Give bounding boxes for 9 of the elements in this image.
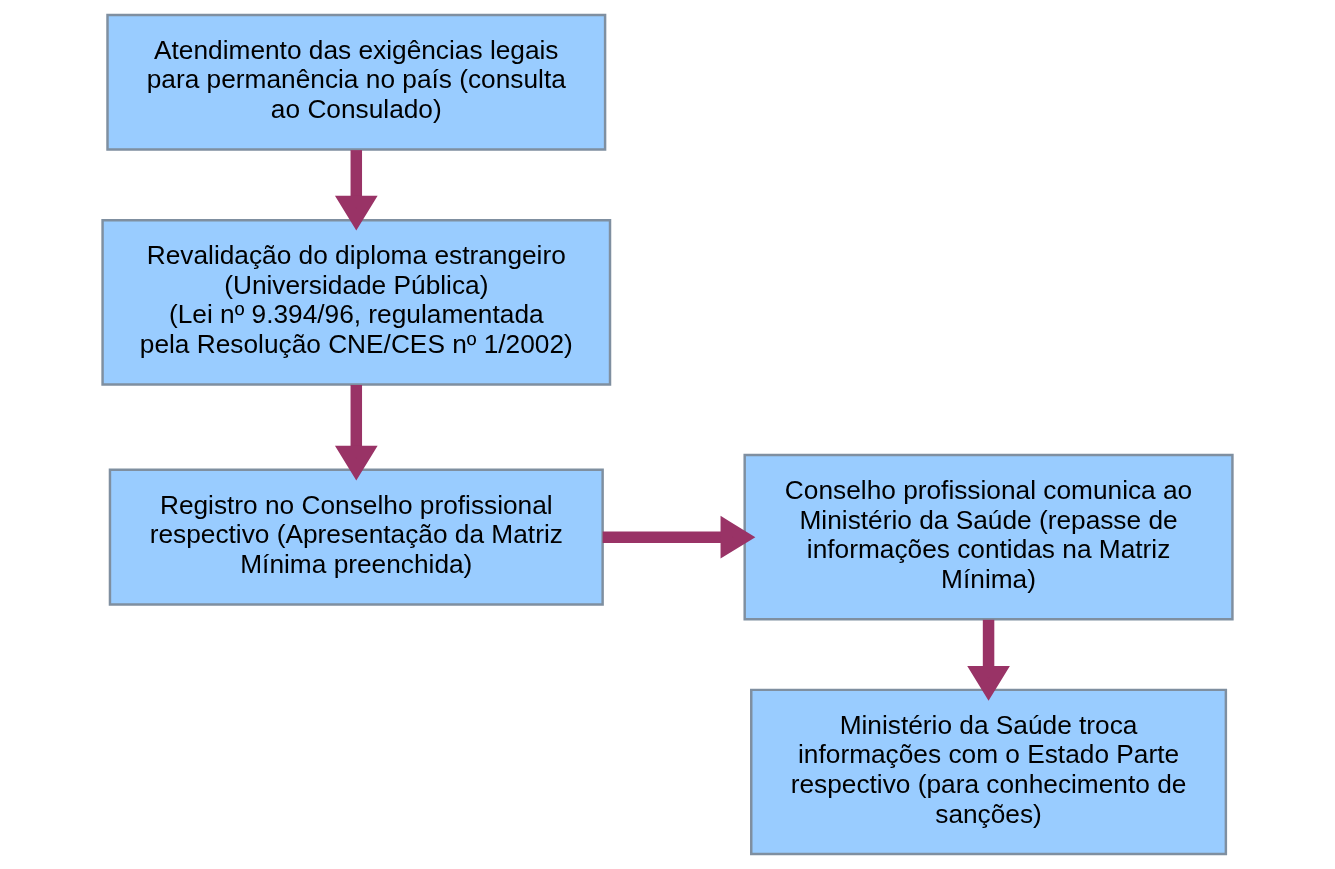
node-box: Registro no Conselho profissional respectivo (Apresentação da Matriz Mínima preenchida) (108, 468, 604, 606)
node-box: Revalidação do diploma estrangeiro (Universidade Pública) (Lei nº 9.394/96, regulamentada pela Resolução CNE/CES nº 1/2002) (101, 218, 612, 386)
node-box: Ministério da Saúde troca informações com o Estado Parte respectivo (para conhecimento de sanções) (750, 688, 1228, 856)
node-box: Conselho profissional comunica ao Ministério da Saúde (repasse de informações contidas na Matriz Mínima) (743, 453, 1234, 621)
arrow (967, 619, 1010, 701)
arrow (334, 150, 378, 231)
arrow (602, 515, 756, 559)
arrow (334, 384, 378, 481)
node-box: Atendimento das exigências legais para permanência no país (consulta ao Consulado) (106, 13, 607, 151)
